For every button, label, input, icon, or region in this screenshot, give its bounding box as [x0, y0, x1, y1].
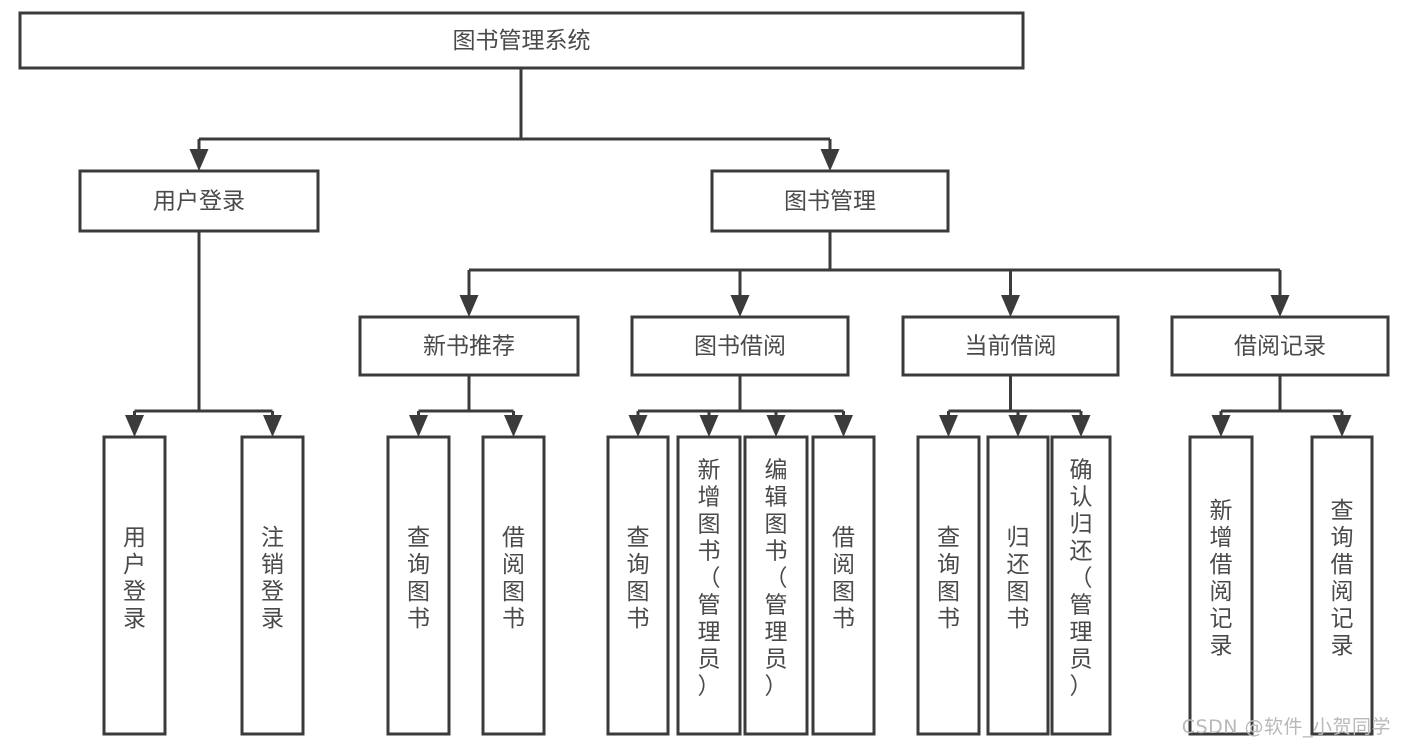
connector-to-book-borrow-arrowhead [730, 295, 750, 317]
node-label-leaf-borrow-book-recommend: 借阅图书 [502, 525, 525, 632]
node-leaf-borrow-book[interactable]: 借阅图书 [811, 435, 876, 736]
node-box-leaf-query-book-current [916, 435, 981, 736]
node-leaf-return-book[interactable]: 归还图书 [986, 435, 1050, 736]
node-box-book-borrow [630, 315, 850, 377]
node-box-leaf-confirm-return-admin [1050, 435, 1112, 736]
node-leaf-query-borrow-record[interactable]: 查询借阅记录 [1310, 435, 1374, 736]
connector-to-leaf-query-book-recommend-arrowhead [409, 415, 428, 437]
node-label-current-borrow: 当前借阅 [965, 334, 1057, 360]
connector-to-book-management-arrowhead [820, 149, 840, 171]
node-label-leaf-borrow-book: 借阅图书 [832, 525, 855, 632]
node-leaf-add-book-admin[interactable]: 新增图书（管理员） [676, 435, 742, 736]
node-label-leaf-add-book-admin: 新增图书（管理员） [698, 458, 721, 700]
node-box-leaf-query-book-borrow [606, 435, 670, 736]
node-label-leaf-query-book-recommend: 查询图书 [407, 525, 430, 632]
node-book-borrow[interactable]: 图书借阅 [630, 315, 850, 377]
node-label-leaf-edit-book-admin: 编辑图书（管理员） [765, 458, 788, 700]
node-label-user-login: 用户登录 [153, 189, 245, 215]
node-box-borrow-record [1170, 315, 1390, 377]
connector-to-leaf-add-borrow-record-arrowhead [1211, 415, 1231, 437]
node-label-leaf-user-login: 用户登录 [123, 525, 146, 632]
connector-to-leaf-query-borrow-record-arrowhead [1332, 415, 1352, 437]
node-label-borrow-record: 借阅记录 [1234, 334, 1326, 360]
connector-to-user-login-arrowhead [189, 149, 209, 171]
node-label-leaf-confirm-return-admin: 确认归还（管理员） [1070, 458, 1093, 700]
node-layer: 图书管理系统用户登录图书管理新书推荐图书借阅当前借阅借阅记录用户登录注销登录查询… [18, 11, 1390, 736]
node-label-leaf-return-book: 归还图书 [1007, 525, 1030, 632]
node-box-leaf-logout-login [240, 435, 305, 736]
node-label-leaf-add-borrow-record: 新增借阅记录 [1210, 498, 1233, 659]
node-box-leaf-borrow-book [811, 435, 876, 736]
node-box-leaf-borrow-book-recommend [481, 435, 546, 736]
connector-to-leaf-borrow-book-arrowhead [834, 415, 853, 437]
connector-to-leaf-borrow-book-recommend-arrowhead [504, 415, 523, 437]
node-user-login[interactable]: 用户登录 [78, 169, 320, 233]
node-label-root: 图书管理系统 [453, 28, 591, 54]
node-box-leaf-return-book [986, 435, 1050, 736]
node-box-leaf-edit-book-admin [743, 435, 809, 736]
node-root[interactable]: 图书管理系统 [18, 11, 1025, 70]
node-box-current-borrow [901, 315, 1120, 377]
connector-to-leaf-query-book-current-arrowhead [939, 415, 958, 437]
connector-to-leaf-add-book-admin-arrowhead [699, 415, 719, 437]
node-label-leaf-query-borrow-record: 查询借阅记录 [1331, 498, 1354, 659]
node-leaf-confirm-return-admin[interactable]: 确认归还（管理员） [1050, 435, 1112, 736]
node-leaf-add-borrow-record[interactable]: 新增借阅记录 [1188, 435, 1254, 736]
node-borrow-record[interactable]: 借阅记录 [1170, 315, 1390, 377]
node-leaf-query-book-current[interactable]: 查询图书 [916, 435, 981, 736]
node-label-book-borrow: 图书借阅 [694, 334, 786, 360]
node-book-management[interactable]: 图书管理 [710, 169, 950, 233]
watermark-label: CSDN @软件_小贺同学 [1181, 716, 1391, 738]
connector-to-current-borrow-arrowhead [1001, 295, 1020, 317]
connector-to-borrow-record-arrowhead [1270, 295, 1290, 317]
node-box-new-book-recommend [358, 315, 580, 377]
node-label-book-management: 图书管理 [784, 189, 876, 215]
node-box-leaf-add-borrow-record [1188, 435, 1254, 736]
node-new-book-recommend[interactable]: 新书推荐 [358, 315, 580, 377]
node-box-leaf-query-book-recommend [386, 435, 451, 736]
node-leaf-borrow-book-recommend[interactable]: 借阅图书 [481, 435, 546, 736]
node-box-book-management [710, 169, 950, 233]
node-label-leaf-query-book-current: 查询图书 [937, 525, 960, 632]
connector-to-leaf-query-book-borrow-arrowhead [628, 415, 648, 437]
node-leaf-logout-login[interactable]: 注销登录 [240, 435, 305, 736]
node-label-leaf-logout-login: 注销登录 [261, 525, 284, 632]
connector-to-leaf-return-book-arrowhead [1008, 415, 1028, 437]
node-leaf-query-book-borrow[interactable]: 查询图书 [606, 435, 670, 736]
node-current-borrow[interactable]: 当前借阅 [901, 315, 1120, 377]
connector-to-leaf-confirm-return-admin-arrowhead [1071, 415, 1091, 437]
connector-to-new-book-recommend-arrowhead [459, 295, 479, 317]
node-box-leaf-query-borrow-record [1310, 435, 1374, 736]
node-box-leaf-user-login [102, 435, 167, 736]
connector-to-leaf-logout-login-arrowhead [263, 415, 282, 437]
connector-to-leaf-edit-book-admin-arrowhead [766, 415, 786, 437]
node-leaf-edit-book-admin[interactable]: 编辑图书（管理员） [743, 435, 809, 736]
connector-to-leaf-user-login-arrowhead [125, 415, 144, 437]
connector-layer [125, 68, 1352, 437]
node-label-leaf-query-book-borrow: 查询图书 [627, 525, 650, 632]
node-box-user-login [78, 169, 320, 233]
node-label-new-book-recommend: 新书推荐 [423, 334, 515, 360]
node-leaf-user-login[interactable]: 用户登录 [102, 435, 167, 736]
node-box-root [18, 11, 1025, 70]
node-box-leaf-add-book-admin [676, 435, 742, 736]
node-leaf-query-book-recommend[interactable]: 查询图书 [386, 435, 451, 736]
